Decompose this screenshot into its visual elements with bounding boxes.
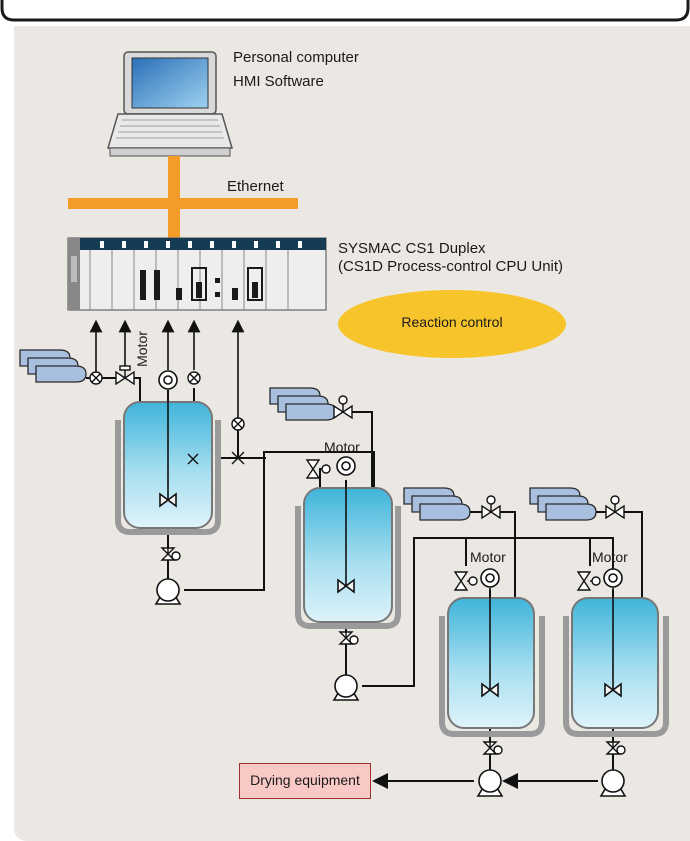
motor-label-tank-3: Motor [470,549,506,565]
ethernet-bus [68,156,298,238]
pc-label-line1: Personal computer [233,49,359,66]
agitator-icon [159,390,622,698]
flow-meter-icon [89,371,245,465]
plc-rack-icon [67,237,327,311]
laptop-icon [106,51,234,157]
signal-lines [89,319,245,420]
frame-outline [0,0,690,22]
tank-4 [563,597,669,737]
reaction-control-ellipse [338,290,566,358]
ethernet-label: Ethernet [227,178,284,195]
tank-2 [295,487,401,629]
plc-label-line1: SYSMAC CS1 Duplex [338,240,486,257]
motor-label-tank-2: Motor [324,439,360,455]
reaction-control-label: Reaction control [401,314,503,330]
motor-label-tank-1: Motor [133,331,150,367]
pc-label-line2: HMI Software [233,73,324,90]
drying-equipment-box [239,763,371,799]
gas-cylinder-icon [19,349,597,521]
tank-3 [439,597,545,737]
valve-icon [115,365,626,755]
drying-equipment-label: Drying equipment [250,772,360,788]
motor-label-tank-4: Motor [592,549,628,565]
pump-icon [154,578,627,797]
motor-icon [158,370,623,588]
frame-top [0,0,690,22]
plc-label-line2: (CS1D Process-control CPU Unit) [338,258,564,275]
